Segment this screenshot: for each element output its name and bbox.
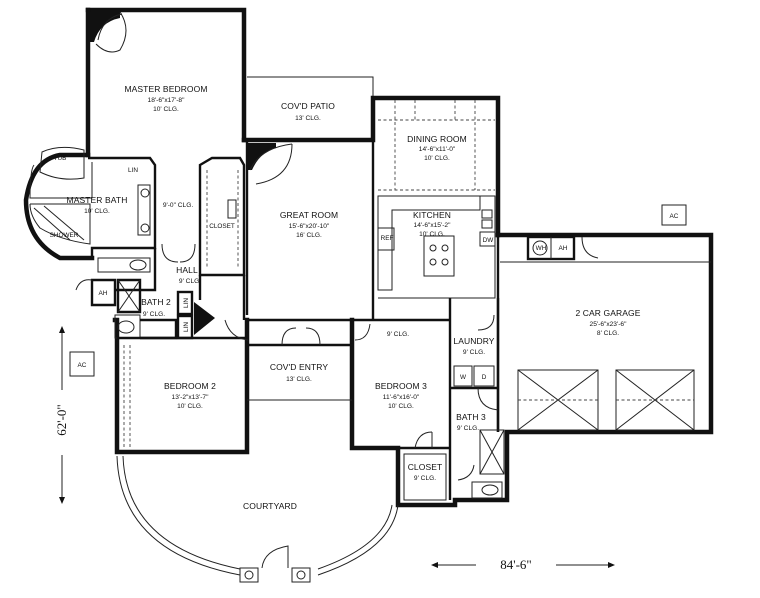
master-bath-clg: 10' CLG. [84,208,110,215]
dw-label: DW [483,237,495,244]
master-bedroom-dims: 18'-6"x17'-8" [148,97,186,104]
master-bedroom-label: MASTER BEDROOM [124,84,207,94]
wh-label: WH [536,245,547,252]
bath2-label: BATH 2 [141,297,171,307]
bath3-clg: 9' CLG. [457,425,479,432]
exterior-wall-bed2 [112,317,250,455]
ac-label-left: AC [78,362,87,369]
master-bedroom-clg: 10' CLG. [153,106,179,113]
dining-kitchen [377,100,496,299]
ref-label: REF [381,235,394,242]
ac-unit-top [661,204,687,226]
bedroom2-dims: 13'-2"x13'-7" [172,394,210,401]
great-room-dims: 15'-6"x20'-10" [289,223,330,230]
garage-label: 2 CAR GARAGE [576,308,641,318]
garage-dims: 25'-6"x23'-6" [590,321,628,328]
ah-label-hall: AH [99,290,108,297]
ac-label-top: AC [670,213,679,220]
hall-clg: 9' CLG. [179,278,201,285]
covd-patio-clg: 13' CLG. [295,115,321,122]
shower-label: SHOWER [50,232,79,239]
tub-label: TUB [54,155,67,162]
kitchen-clg: 10' CLG. [419,231,445,238]
garage-clg: 8' CLG. [597,330,619,337]
dryer-label: D [482,374,487,381]
dining-room-label: DINING ROOM [407,134,467,144]
laundry-clg: 9' CLG. [463,349,485,356]
master-bath [23,146,157,273]
closet3-label: CLOSET [408,462,443,472]
entry-hall-clg: 9' CLG. [387,331,409,338]
master-bedroom [85,7,247,158]
ah-label-garage: AH [559,245,568,252]
exterior-wall-garage [349,232,714,508]
closet-label: CLOSET [209,223,235,230]
wh-ah [526,235,599,261]
covd-entry-label: COV'D ENTRY [270,362,329,372]
laundry-label: LAUNDRY [453,336,494,346]
hall [115,243,246,320]
bath2-clg: 9' CLG. [143,311,165,318]
covd-entry-clg: 13' CLG. [286,376,312,383]
courtyard [116,455,399,583]
dining-room-clg: 10' CLG. [424,155,450,162]
dimension-depth [59,326,65,504]
great-room-clg: 16' CLG. [296,232,322,239]
kitchen-dims: 14'-6"x15'-2" [414,222,452,229]
entry-bedrooms [117,318,450,448]
lin-label-2: LIN [183,298,190,308]
kitchen-label: KITCHEN [413,210,451,220]
master-bath-label: MASTER BATH [67,195,128,205]
dimension-width [431,562,615,568]
hall-label: HALL [176,265,198,275]
exterior-wall [241,95,501,238]
closet-bedroom3 [398,431,450,501]
master-closet-clg: 9'-0" CLG. [163,202,194,209]
covd-patio-label: COV'D PATIO [281,101,335,111]
bedroom3-dims: 11'-6"x16'-0" [383,394,420,401]
great-room-label: GREAT ROOM [280,210,338,220]
bedroom3-clg: 10' CLG. [388,403,414,410]
labels: MASTER BEDROOM 18'-6"x17'-8" 10' CLG. CO… [50,84,679,572]
bath3-label: BATH 3 [456,412,486,422]
depth-dimension-label: 62'-0" [54,404,69,435]
courtyard-label: COURTYARD [243,501,297,511]
closet3-clg: 9' CLG. [414,475,436,482]
bedroom2-clg: 10' CLG. [177,403,203,410]
lin-label-master: LIN [128,167,138,174]
lin-label-3: LIN [183,322,190,332]
bedroom3-label: BEDROOM 3 [375,381,427,391]
washer-label: W [460,374,467,381]
laundry-bath3 [448,298,505,500]
bath2-area [75,278,215,340]
ac-unit-left [69,351,95,377]
width-dimension-label: 84'-6" [500,557,531,572]
dining-room-dims: 14'-6"x11'-0" [419,146,456,153]
great-room [245,140,375,320]
bedroom2-label: BEDROOM 2 [164,381,216,391]
master-closet [198,156,246,277]
